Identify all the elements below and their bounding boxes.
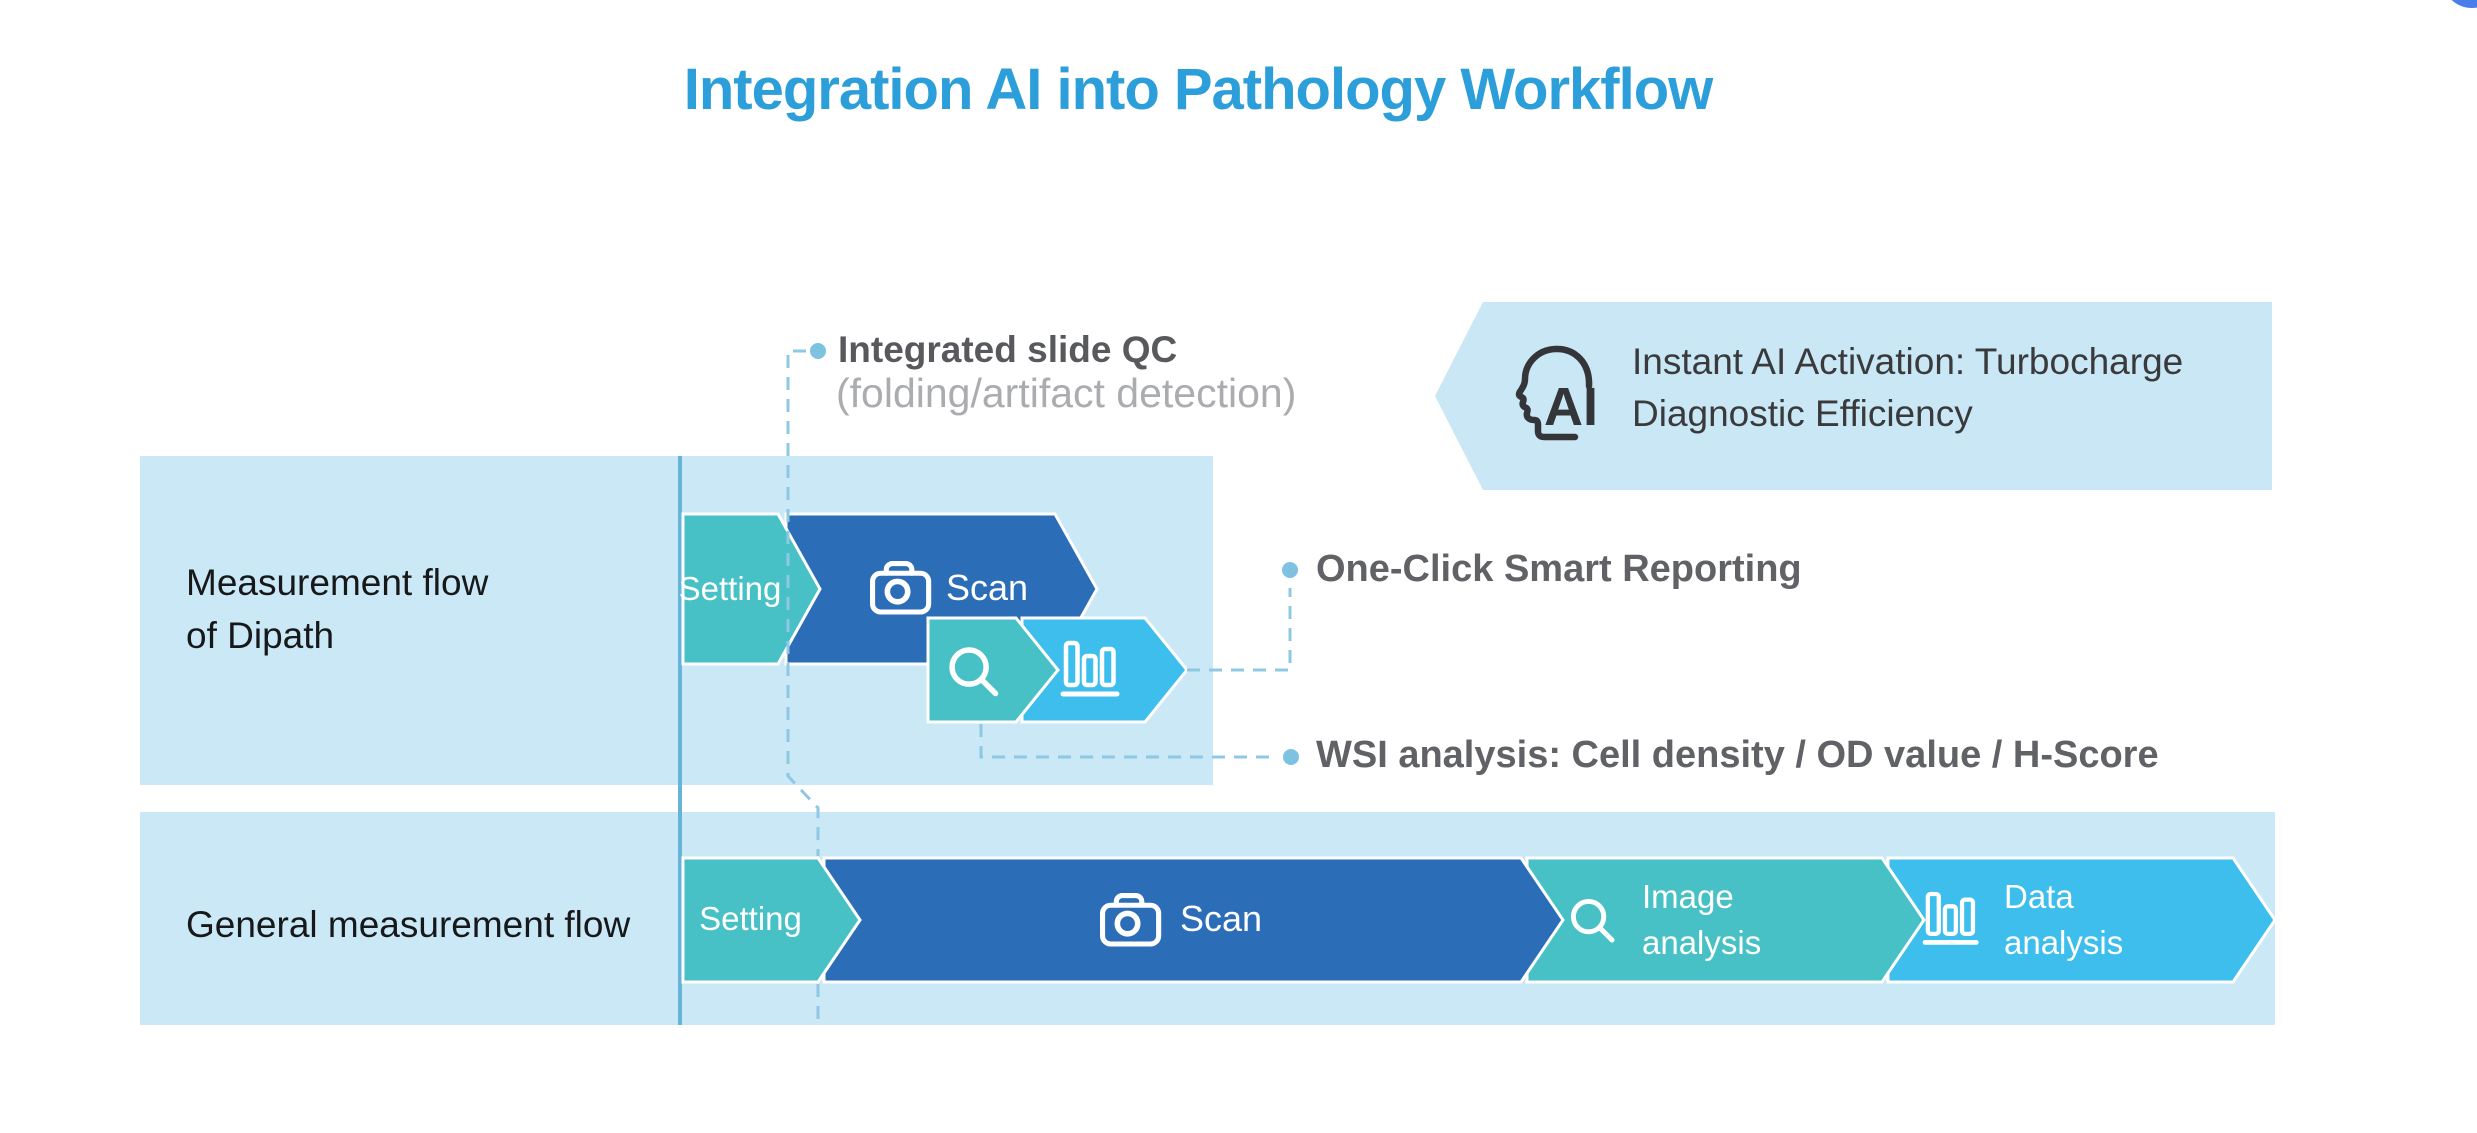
label-separator-line <box>678 456 682 1025</box>
image-analysis-line1: Image <box>1642 878 1734 915</box>
dipath-setting-label: Setting <box>678 570 782 607</box>
wsi-annotation: WSI analysis: Cell density / OD value / … <box>1316 734 2159 776</box>
wsi-connector <box>979 724 1277 759</box>
slide-qc-connector-upper <box>786 349 820 856</box>
ai-callout-line2: Diagnostic Efficiency <box>1632 393 1973 434</box>
one-click-annotation: One-Click Smart Reporting <box>1316 548 1802 590</box>
ai-callout-line1: Instant AI Activation: Turbocharge <box>1632 341 2184 382</box>
general-setting-arrow <box>681 856 862 984</box>
general-data-analysis-label: Data analysis <box>2004 874 2123 966</box>
dipath-image-analysis-arrow <box>926 616 1060 724</box>
one-click-connector <box>1187 588 1292 672</box>
dipath-scan-label: Scan <box>946 567 1029 608</box>
general-image-analysis-label: Image analysis <box>1642 874 1761 966</box>
slide-qc-annotation-title: Integrated slide QC <box>838 329 1178 370</box>
image-analysis-line2: analysis <box>1642 924 1762 961</box>
data-analysis-line1: Data <box>2004 878 2074 915</box>
ai-callout-text: Instant AI Activation: Turbocharge Diagn… <box>1632 336 2183 440</box>
corner-dot <box>2451 0 2477 8</box>
page-title: Integration AI into Pathology Workflow <box>683 57 1714 122</box>
one-click-bullet <box>1282 562 1298 578</box>
ai-callout-banner <box>1435 302 2272 490</box>
data-analysis-line2: analysis <box>2004 924 2124 961</box>
dipath-flow-label-line1: Measurement flow <box>186 562 489 603</box>
general-scan-label: Scan <box>1180 898 1263 939</box>
general-flow-label: General measurement flow <box>186 904 631 945</box>
wsi-bullet <box>1283 749 1299 765</box>
slide-qc-bullet <box>810 343 826 359</box>
general-setting-label: Setting <box>699 900 802 937</box>
dipath-flow-label: Measurement flow of Dipath <box>186 556 488 662</box>
ai-head-icon-label: AI <box>1544 377 1598 437</box>
dipath-flow-label-line2: of Dipath <box>186 615 335 656</box>
dipath-setting-arrow <box>681 512 822 666</box>
slide-qc-annotation-subtitle: (folding/artifact detection) <box>836 370 1297 416</box>
